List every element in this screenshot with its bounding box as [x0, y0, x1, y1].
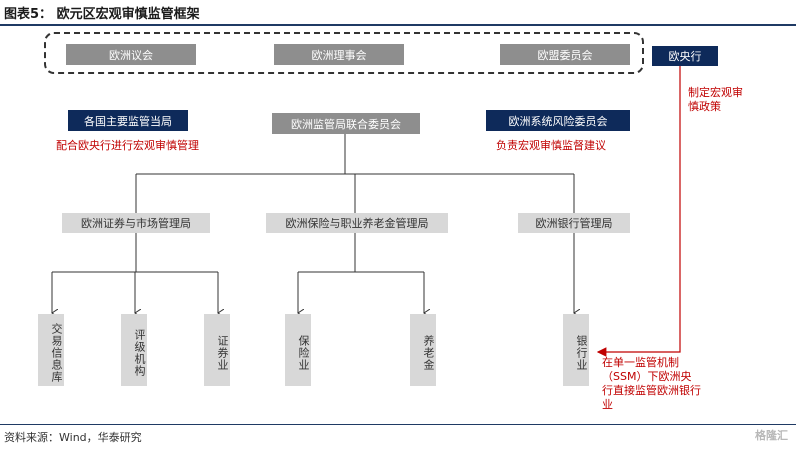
european-parliament-box: 欧洲议会: [66, 44, 196, 65]
rating-agency-box: 评级机构: [121, 314, 147, 386]
eu-institutions-group: [44, 32, 644, 74]
esma-box: 欧洲证券与市场管理局: [62, 213, 210, 233]
footer-divider: [0, 424, 796, 425]
national-authorities-note: 配合欧央行进行宏观审慎管理: [56, 139, 199, 152]
eba-box: 欧洲银行管理局: [518, 213, 630, 233]
ecb-red-arrow: [596, 66, 681, 357]
pension-box: 养老金: [410, 314, 436, 386]
esrb-note: 负责宏观审慎监督建议: [496, 139, 606, 152]
securities-industry-box: 证券业: [204, 314, 230, 386]
european-commission-box: 欧盟委员会: [500, 44, 630, 65]
european-council-box: 欧洲理事会: [274, 44, 404, 65]
esrb-box: 欧洲系统风险委员会: [486, 110, 630, 131]
national-authorities-box: 各国主要监管当局: [68, 110, 188, 131]
watermark-logo: 格隆汇: [755, 429, 788, 442]
eiopa-box: 欧洲保险与职业养老金管理局: [266, 213, 448, 233]
title-divider: [0, 24, 796, 26]
banking-industry-box: 银行业: [563, 314, 589, 386]
trade-repository-box: 交易信息库: [38, 314, 64, 386]
source-note: 资料来源：Wind，华泰研究: [4, 431, 142, 444]
ecb-box: 欧央行: [652, 46, 718, 66]
esfs-joint-committee-box: 欧洲监管局联合委员会: [272, 113, 420, 134]
insurance-industry-box: 保险业: [285, 314, 311, 386]
figure-title: 图表5： 欧元区宏观审慎监管框架: [4, 7, 200, 22]
ssm-note: 在单一监管机制（SSM）下欧洲央行直接监管欧洲银行业: [602, 356, 701, 411]
ecb-note: 制定宏观审慎政策: [688, 86, 743, 113]
